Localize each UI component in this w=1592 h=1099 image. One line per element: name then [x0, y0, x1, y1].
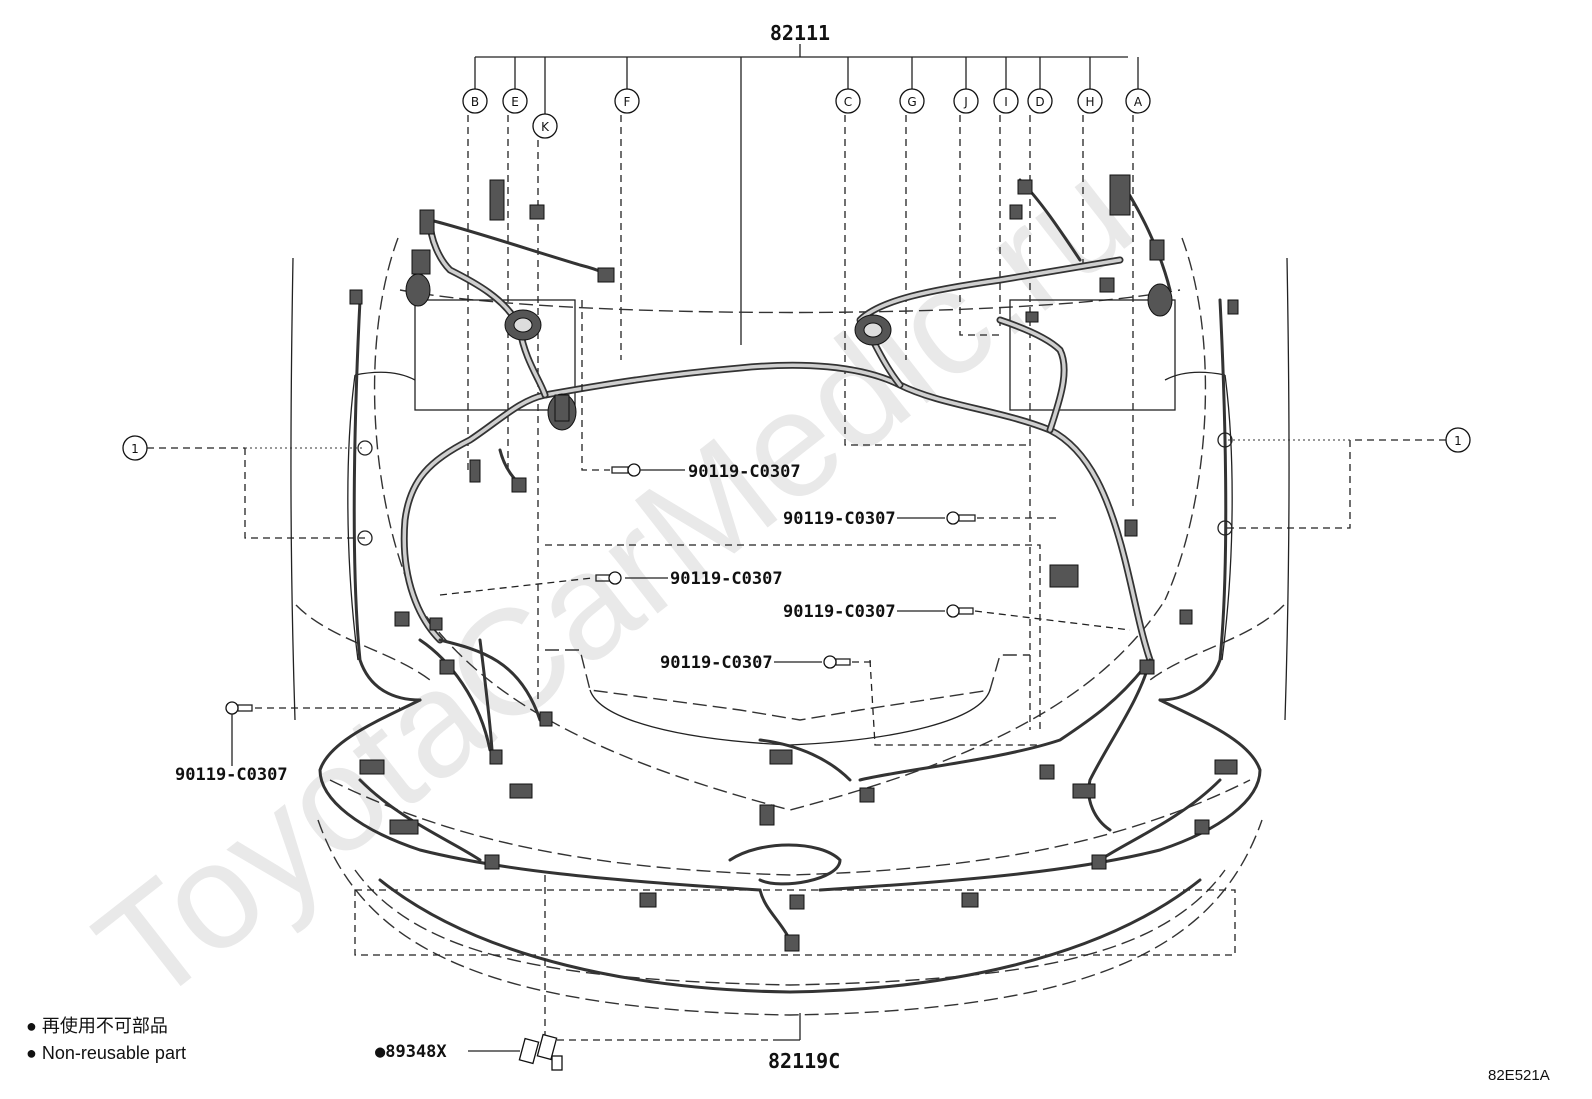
- connector-37: [1072, 783, 1096, 799]
- bolt-callout-1: 90119-C0307: [581, 300, 801, 482]
- connector-33: [784, 934, 800, 952]
- item-1-left-label: 1: [131, 442, 139, 456]
- connector-28: [509, 783, 533, 799]
- connector-40: [1214, 759, 1238, 775]
- connector-34: [859, 787, 875, 803]
- bolt-callout-4: 90119-C0307: [783, 602, 1131, 631]
- connector-8: [511, 477, 527, 493]
- letter-callout-K: K: [532, 113, 558, 139]
- connector-29: [769, 749, 793, 765]
- connector-21: [439, 659, 455, 675]
- item-1-right-label: 1: [1454, 434, 1462, 448]
- legend-en: ● Non-reusable part: [26, 1043, 186, 1063]
- bolt-label-4: 90119-C0307: [783, 602, 896, 622]
- connector-6: [349, 289, 363, 305]
- connector-27: [484, 854, 500, 870]
- connector-15: [1025, 311, 1039, 323]
- connector-13: [1149, 239, 1165, 261]
- connector-1: [489, 179, 505, 221]
- connector-23: [489, 749, 503, 765]
- connector-9: [554, 394, 570, 422]
- connector-35: [961, 892, 979, 908]
- connector-7: [469, 459, 481, 483]
- letter-label-K: K: [541, 120, 550, 134]
- connector-30: [759, 804, 775, 826]
- connector-36: [1039, 764, 1055, 780]
- connector-38: [1091, 854, 1107, 870]
- connector-31: [789, 894, 805, 910]
- bolt-label-5: 90119-C0307: [660, 653, 773, 673]
- connector-4: [419, 209, 435, 235]
- clip-callout: ●89348X: [375, 1033, 563, 1071]
- connector-5: [411, 249, 431, 275]
- connector-41: [1227, 299, 1239, 315]
- letter-callout-C: C: [835, 88, 861, 114]
- letter-callout-E: E: [502, 88, 528, 114]
- letter-callout-I: I: [993, 88, 1019, 114]
- bolt-callout-2: 90119-C0307: [783, 509, 1058, 529]
- item-1-right-callout: 1: [1217, 427, 1471, 536]
- bolt-label-1: 90119-C0307: [688, 462, 801, 482]
- assembly-bottom-label: 82119C: [768, 1049, 840, 1073]
- bolt-callout-5: 90119-C0307: [660, 653, 875, 673]
- connectors: [349, 174, 1239, 952]
- letter-callout-J: J: [953, 88, 979, 114]
- connector-25: [359, 759, 385, 775]
- bolt-callout-3: 90119-C0307: [439, 569, 783, 596]
- connector-12: [1109, 174, 1131, 216]
- leader-lines: [467, 57, 1134, 730]
- letter-callout-B: B: [462, 88, 488, 114]
- side-wires: [318, 178, 1262, 994]
- assembly-top-label: 82111: [770, 21, 830, 45]
- clip-icon: [518, 1033, 563, 1071]
- letter-label-E: E: [511, 95, 519, 109]
- connector-20: [394, 611, 410, 627]
- bottom-assembly-callout: 82119C: [544, 875, 840, 1073]
- connector-17: [1049, 564, 1079, 588]
- connector-26: [389, 819, 419, 835]
- legend: ● 再使用不可部品 ● Non-reusable part: [26, 1016, 186, 1063]
- connector-3: [597, 267, 615, 283]
- letter-label-G: G: [907, 95, 916, 109]
- connector-16: [1124, 519, 1138, 537]
- bolt-callout-6: 90119-C0307: [175, 701, 400, 785]
- connector-19: [1139, 659, 1155, 675]
- clip-label: ●89348X: [375, 1042, 447, 1062]
- connector-24: [539, 711, 553, 727]
- letter-label-H: H: [1085, 95, 1094, 109]
- bolt-label-6: 90119-C0307: [175, 765, 288, 785]
- connector-14: [1099, 277, 1115, 293]
- legend-jp: ● 再使用不可部品: [26, 1016, 168, 1036]
- letter-label-B: B: [471, 95, 479, 109]
- letter-label-F: F: [624, 95, 631, 109]
- connector-10: [1017, 179, 1033, 195]
- connector-22: [429, 617, 443, 631]
- diagram-ref-code: 82E521A: [1488, 1067, 1550, 1084]
- connector-11: [1009, 204, 1023, 220]
- bolt-label-3: 90119-C0307: [670, 569, 783, 589]
- letter-callout-A: A: [1125, 88, 1151, 114]
- connector-39: [1194, 819, 1210, 835]
- vehicle-body-outline: [290, 237, 1290, 1016]
- top-label-group: 82111: [474, 21, 1139, 114]
- connector-2: [529, 204, 545, 220]
- letter-callout-H: H: [1077, 88, 1103, 114]
- letter-label-A: A: [1134, 95, 1143, 109]
- letter-callout-G: G: [899, 88, 925, 114]
- bolt-label-2: 90119-C0307: [783, 509, 896, 529]
- letter-label-D: D: [1035, 95, 1044, 109]
- connector-32: [639, 892, 657, 908]
- item-1-left-callout: 1: [122, 435, 373, 546]
- letter-label-C: C: [844, 95, 852, 109]
- connector-18: [1179, 609, 1193, 625]
- letter-callout-D: D: [1027, 88, 1053, 114]
- letter-label-I: I: [1004, 95, 1008, 109]
- letter-callout-F: F: [614, 88, 640, 114]
- letter-label-J: J: [963, 95, 968, 109]
